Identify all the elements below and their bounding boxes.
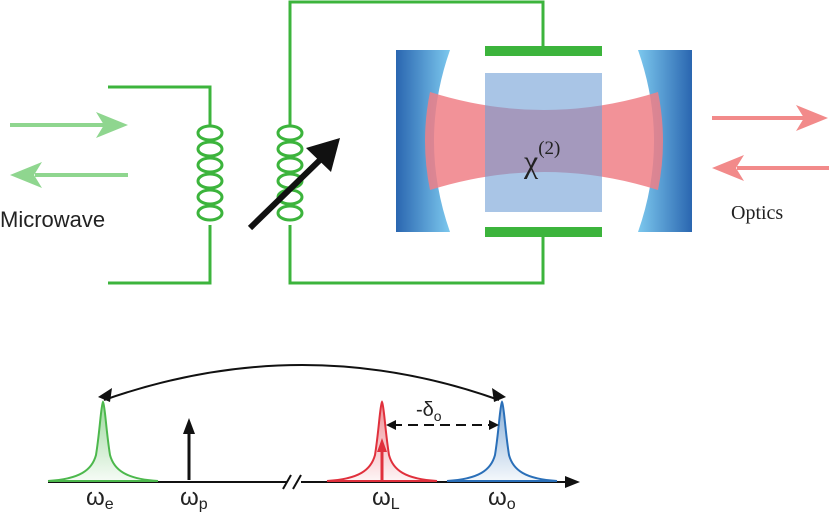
chi2-label: χ(2)	[523, 138, 560, 179]
omega-o-peak	[446, 400, 558, 482]
omega-L-label: ωL	[372, 484, 400, 512]
omega-o-label: ωo	[488, 484, 516, 512]
microwave-label: Microwave	[0, 207, 105, 232]
omega-e-peak	[47, 400, 159, 482]
microwave-output-arrow	[10, 162, 128, 188]
coupling-arc-right-head	[492, 388, 506, 402]
bottom-electrode	[485, 227, 602, 237]
primary-coil-circuit	[108, 85, 212, 285]
coupling-arc-left-head	[98, 388, 112, 402]
nonlinear-crystal	[485, 73, 602, 212]
coupling-arc	[103, 364, 500, 401]
optics-input-arrow	[712, 155, 829, 181]
tunable-arrow-icon	[247, 138, 340, 231]
optics-output-arrow	[712, 105, 828, 131]
detuning-left-head	[386, 420, 396, 430]
secondary-coil-icon	[276, 124, 304, 222]
primary-coil-icon	[196, 124, 224, 222]
detuning-label: -δo	[416, 399, 442, 424]
omega-e-label: ωe	[86, 484, 114, 512]
detuning-right-head	[489, 420, 499, 430]
secondary-coil-circuit	[288, 0, 545, 285]
top-electrode	[485, 46, 602, 56]
pump-arrow-head	[183, 418, 195, 434]
optics-label: Optics	[731, 202, 783, 224]
microwave-input-arrow	[10, 112, 128, 138]
omega-p-label: ωp	[180, 484, 208, 512]
laser-arrow-head	[377, 438, 387, 452]
